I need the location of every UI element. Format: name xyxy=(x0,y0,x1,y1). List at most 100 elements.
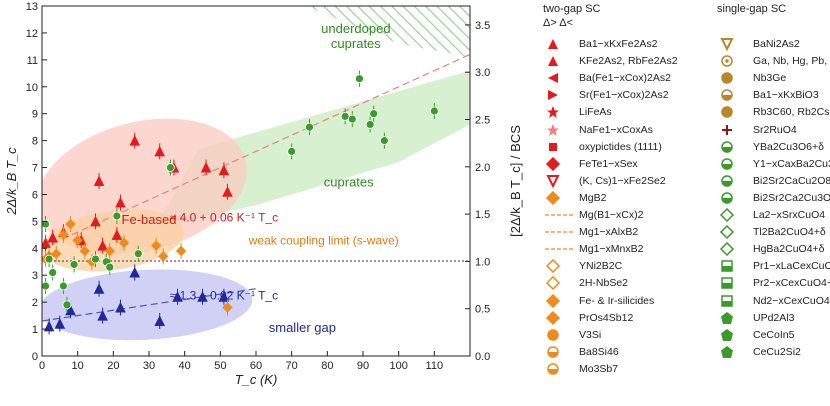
two-gap-legend-marker-icon xyxy=(543,345,577,359)
data-point-0-9 xyxy=(222,186,233,197)
single-gap-legend-item: BaNi2As2 xyxy=(717,36,800,52)
two-gap-legend-item: MgB2 xyxy=(543,190,606,206)
two-gap-legend-marker-icon xyxy=(543,140,577,154)
single-gap-legend-item: CeCoIn5 xyxy=(717,327,794,343)
two-gap-legend-item: PrOs4Sb12 xyxy=(543,310,633,326)
two-gap-legend-item: YNi2B2C xyxy=(543,258,622,274)
y2-tick-label-5: 2.5 xyxy=(475,115,490,127)
two-gap-legend-marker-icon xyxy=(543,174,577,189)
two-gap-legend-item: Mg1−xAlxB2 xyxy=(543,224,638,240)
single-gap-legend-marker-icon xyxy=(717,207,751,223)
two-gap-legend-item: (K, Cs)1−xFe2Se2 xyxy=(543,173,666,189)
y-tick-label-1: 1 xyxy=(32,324,38,336)
data-point-1-4 xyxy=(172,291,183,302)
y2-axis-label: [2Δ/k_B T_c] / BCS xyxy=(508,125,523,237)
x-tick-label-6: 60 xyxy=(250,360,262,372)
single-gap-legend-label: Nd2−xCexCuO4−δ xyxy=(753,294,830,307)
data-point-3-11 xyxy=(158,251,169,262)
single-gap-legend-label: CeCoIn5 xyxy=(753,328,795,341)
y2-tick-label-4: 2.0 xyxy=(475,162,490,174)
y-tick-label-13: 13 xyxy=(26,1,38,13)
two-gap-legend-label: Mo3Sb7 xyxy=(579,362,619,375)
data-point-0-13 xyxy=(47,231,59,243)
single-gap-legend-marker-icon xyxy=(717,157,751,171)
data-point-2-7 xyxy=(379,136,389,146)
single-gap-legend-label: Pr2−xCexCuO4−δ xyxy=(753,277,830,290)
two-gap-legend-item: Ba8Si46 xyxy=(543,344,619,360)
data-point-3-6 xyxy=(79,245,91,257)
two-gap-legend-item: Ba(Fe1−xCox)2As2 xyxy=(543,70,671,86)
single-gap-legend-marker-icon xyxy=(717,259,751,273)
two-gap-legend-label: YNi2B2C xyxy=(579,260,623,273)
two-gap-legend-marker-icon xyxy=(543,54,577,68)
y-tick-label-10: 10 xyxy=(26,82,38,94)
y-tick-label-12: 12 xyxy=(26,28,38,40)
single-gap-legend-label: Ga, Nb, Hg, Pb, Bi xyxy=(753,55,830,68)
two-gap-legend-item: Sr(Fe1−xCox)2As2 xyxy=(543,87,669,103)
two-gap-legend-label: V3Si xyxy=(579,328,602,341)
x-tick-label-3: 30 xyxy=(143,360,155,372)
data-point-0-7 xyxy=(200,161,212,173)
single-gap-legend-item: Y1−xCaxBa2Cu3O7 xyxy=(717,156,830,172)
y-tick-label-2: 2 xyxy=(32,297,38,309)
data-point-0-2 xyxy=(111,229,123,240)
two-gap-legend-label: MgB2 xyxy=(579,191,607,204)
y2-tick-label-6: 3.0 xyxy=(475,67,490,79)
two-gap-legend-label: NaFe1−xCoxAs xyxy=(579,123,653,136)
x-axis-label: T_c (K) xyxy=(235,372,278,387)
y-tick-label-4: 4 xyxy=(32,243,38,255)
y-tick-label-5: 5 xyxy=(32,216,38,228)
single-gap-legend-label: La2−xSrxCuO4 xyxy=(753,209,826,221)
data-point-1-0 xyxy=(93,283,105,294)
two-gap-legend-marker-icon xyxy=(543,259,577,274)
data-point-1-1 xyxy=(97,309,108,321)
two-gap-legend-label: Mg1−xAlxB2 xyxy=(579,226,639,239)
y2-tick-label-3: 1.5 xyxy=(475,209,490,221)
annotation-weak-coupling-limit: weak coupling limit (s-wave) xyxy=(248,233,399,247)
data-point-4-10 xyxy=(133,249,143,259)
single-gap-legend-marker-icon xyxy=(717,294,751,308)
y-tick-label-3: 3 xyxy=(32,270,38,282)
two-gap-legend-label: oxypictides (1111) xyxy=(579,140,662,153)
single-gap-legend-item: YBa2Cu3O6+δ xyxy=(717,139,824,155)
annotation-cuprates: cuprates xyxy=(324,174,374,189)
annotation-fit-large-gap: ≈ 4.0 + 0.06 K⁻¹ T_c xyxy=(170,210,278,224)
single-gap-legend-label: Rb3C60, Rb2CsC60 xyxy=(753,106,830,119)
data-point-2-1 xyxy=(305,122,314,132)
single-gap-legend-label: Bi2Sr2CaCu2O8+δ xyxy=(753,174,830,187)
single-gap-legend-label: Bi2Sr2Ca2Cu3O10+δ xyxy=(753,191,830,204)
data-point-2-0 xyxy=(287,146,297,156)
data-point-0-10 xyxy=(90,215,101,227)
single-gap-legend-label: Pr1−xLaCexCuO4−δ xyxy=(753,260,830,273)
single-gap-legend-marker-icon xyxy=(717,242,751,257)
single-gap-legend-label: HgBa2CuO4+δ xyxy=(753,243,825,256)
two-gap-legend-item: Fe- & Ir-silicides xyxy=(543,293,654,309)
single-gap-legend-marker-icon xyxy=(717,140,751,154)
single-gap-legend-item: Ga, Nb, Hg, Pb, Bi xyxy=(717,53,830,69)
y2-tick-label-1: 0.5 xyxy=(475,304,490,316)
data-point-4-0 xyxy=(42,219,50,229)
data-point-3-2 xyxy=(51,248,62,259)
legend: two-gap SC Δ> Δ< single-gap SC Ba1−xKxFe… xyxy=(535,0,830,406)
two-gap-legend-marker-icon xyxy=(543,208,577,222)
data-point-0-3 xyxy=(129,134,141,146)
two-gap-legend-marker-icon xyxy=(543,276,577,291)
single-gap-legend-marker-icon xyxy=(717,71,751,85)
annotation-fit-small-gap: ≈ 1.3 + 0.02 K⁻¹ T_c xyxy=(170,288,278,302)
two-gap-legend-marker-icon xyxy=(543,88,577,102)
two-gap-legend-item: FeTe1−xSex xyxy=(543,156,638,172)
weak-coupling-region xyxy=(42,209,185,272)
data-point-4-9 xyxy=(112,211,122,221)
two-gap-legend-label: Ba1−xKxFe2As2 xyxy=(579,38,658,50)
two-gap-legend-label: (K, Cs)1−xFe2Se2 xyxy=(579,174,666,187)
two-gap-legend-item: NaFe1−xCoxAs xyxy=(543,122,653,138)
data-point-4-6 xyxy=(91,254,100,264)
two-gap-legend-marker-icon xyxy=(543,123,577,137)
annotation-smaller-gap: smaller gap xyxy=(269,320,336,335)
two-gap-legend-marker-icon xyxy=(543,71,577,85)
y2-tick-label-2: 1.0 xyxy=(475,256,490,268)
data-point-1-5 xyxy=(197,291,208,302)
data-point-0-14 xyxy=(42,237,51,248)
two-gap-legend-item: Mg1−xMnxB2 xyxy=(543,241,644,257)
two-gap-legend-marker-icon xyxy=(543,190,577,205)
